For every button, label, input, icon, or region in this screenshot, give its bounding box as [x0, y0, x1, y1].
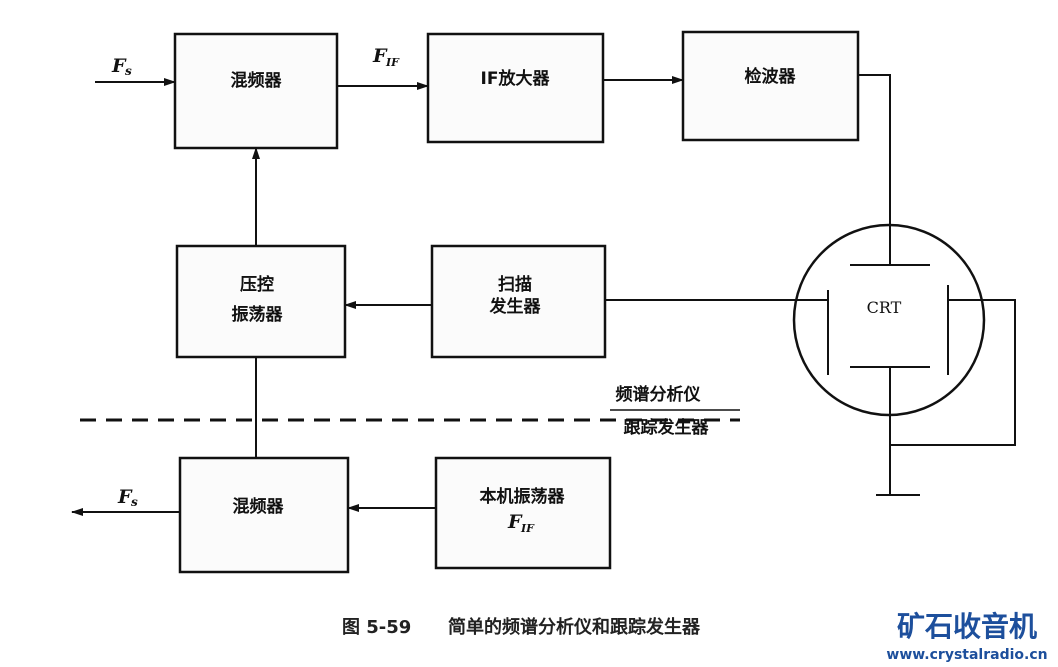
if-amplifier-block: IF放大器: [426, 32, 605, 144]
mixer-top-block: 混频器: [173, 32, 339, 150]
crt-label: CRT: [867, 298, 902, 317]
sweep-label-1: 扫描: [498, 274, 532, 295]
section-divider: 频谱分析仪 跟踪发生器: [80, 384, 740, 438]
watermark-url: www.crystalradio.cn: [886, 647, 1047, 663]
figure-number: 图 5-59: [342, 617, 411, 638]
sweep-generator-block: 扫描 发生器: [430, 244, 607, 359]
mixer-top-label: 混频器: [231, 70, 283, 91]
connections: [71, 74, 1016, 516]
mixer-bottom-block: 混频器: [178, 456, 350, 574]
sweep-label-2: 发生器: [489, 296, 542, 317]
fs-in-index: s: [125, 64, 132, 78]
spectrum-analyzer-label: 频谱分析仪: [616, 384, 702, 405]
fif-index: IF: [385, 56, 400, 69]
local-osc-label: 本机振荡器: [480, 486, 566, 507]
mixer-bottom-label: 混频器: [233, 496, 285, 517]
detector-block: 检波器: [681, 30, 860, 142]
if-amp-label: IF放大器: [481, 68, 551, 89]
fs-out-label: F: [117, 486, 133, 508]
vco-label-2: 振荡器: [232, 304, 284, 325]
vco-label-1: 压控: [240, 274, 274, 295]
fif-label: F: [372, 45, 388, 67]
tracking-generator-label: 跟踪发生器: [624, 417, 710, 438]
local-oscillator-block: 本机振荡器 F IF: [434, 456, 612, 570]
vco-block: 压控 振荡器: [175, 244, 347, 359]
local-osc-f-index: IF: [520, 522, 535, 535]
local-osc-f: F: [507, 511, 523, 533]
detector-to-crt-line: [858, 74, 891, 265]
fs-out-index: s: [131, 495, 138, 509]
watermark-logo: 矿石收音机: [897, 610, 1037, 643]
right-plate-line: [890, 299, 1016, 446]
figure-caption: 简单的频谱分析仪和跟踪发生器: [448, 616, 701, 638]
fs-in-label: F: [111, 55, 127, 77]
detector-label: 检波器: [745, 66, 797, 87]
